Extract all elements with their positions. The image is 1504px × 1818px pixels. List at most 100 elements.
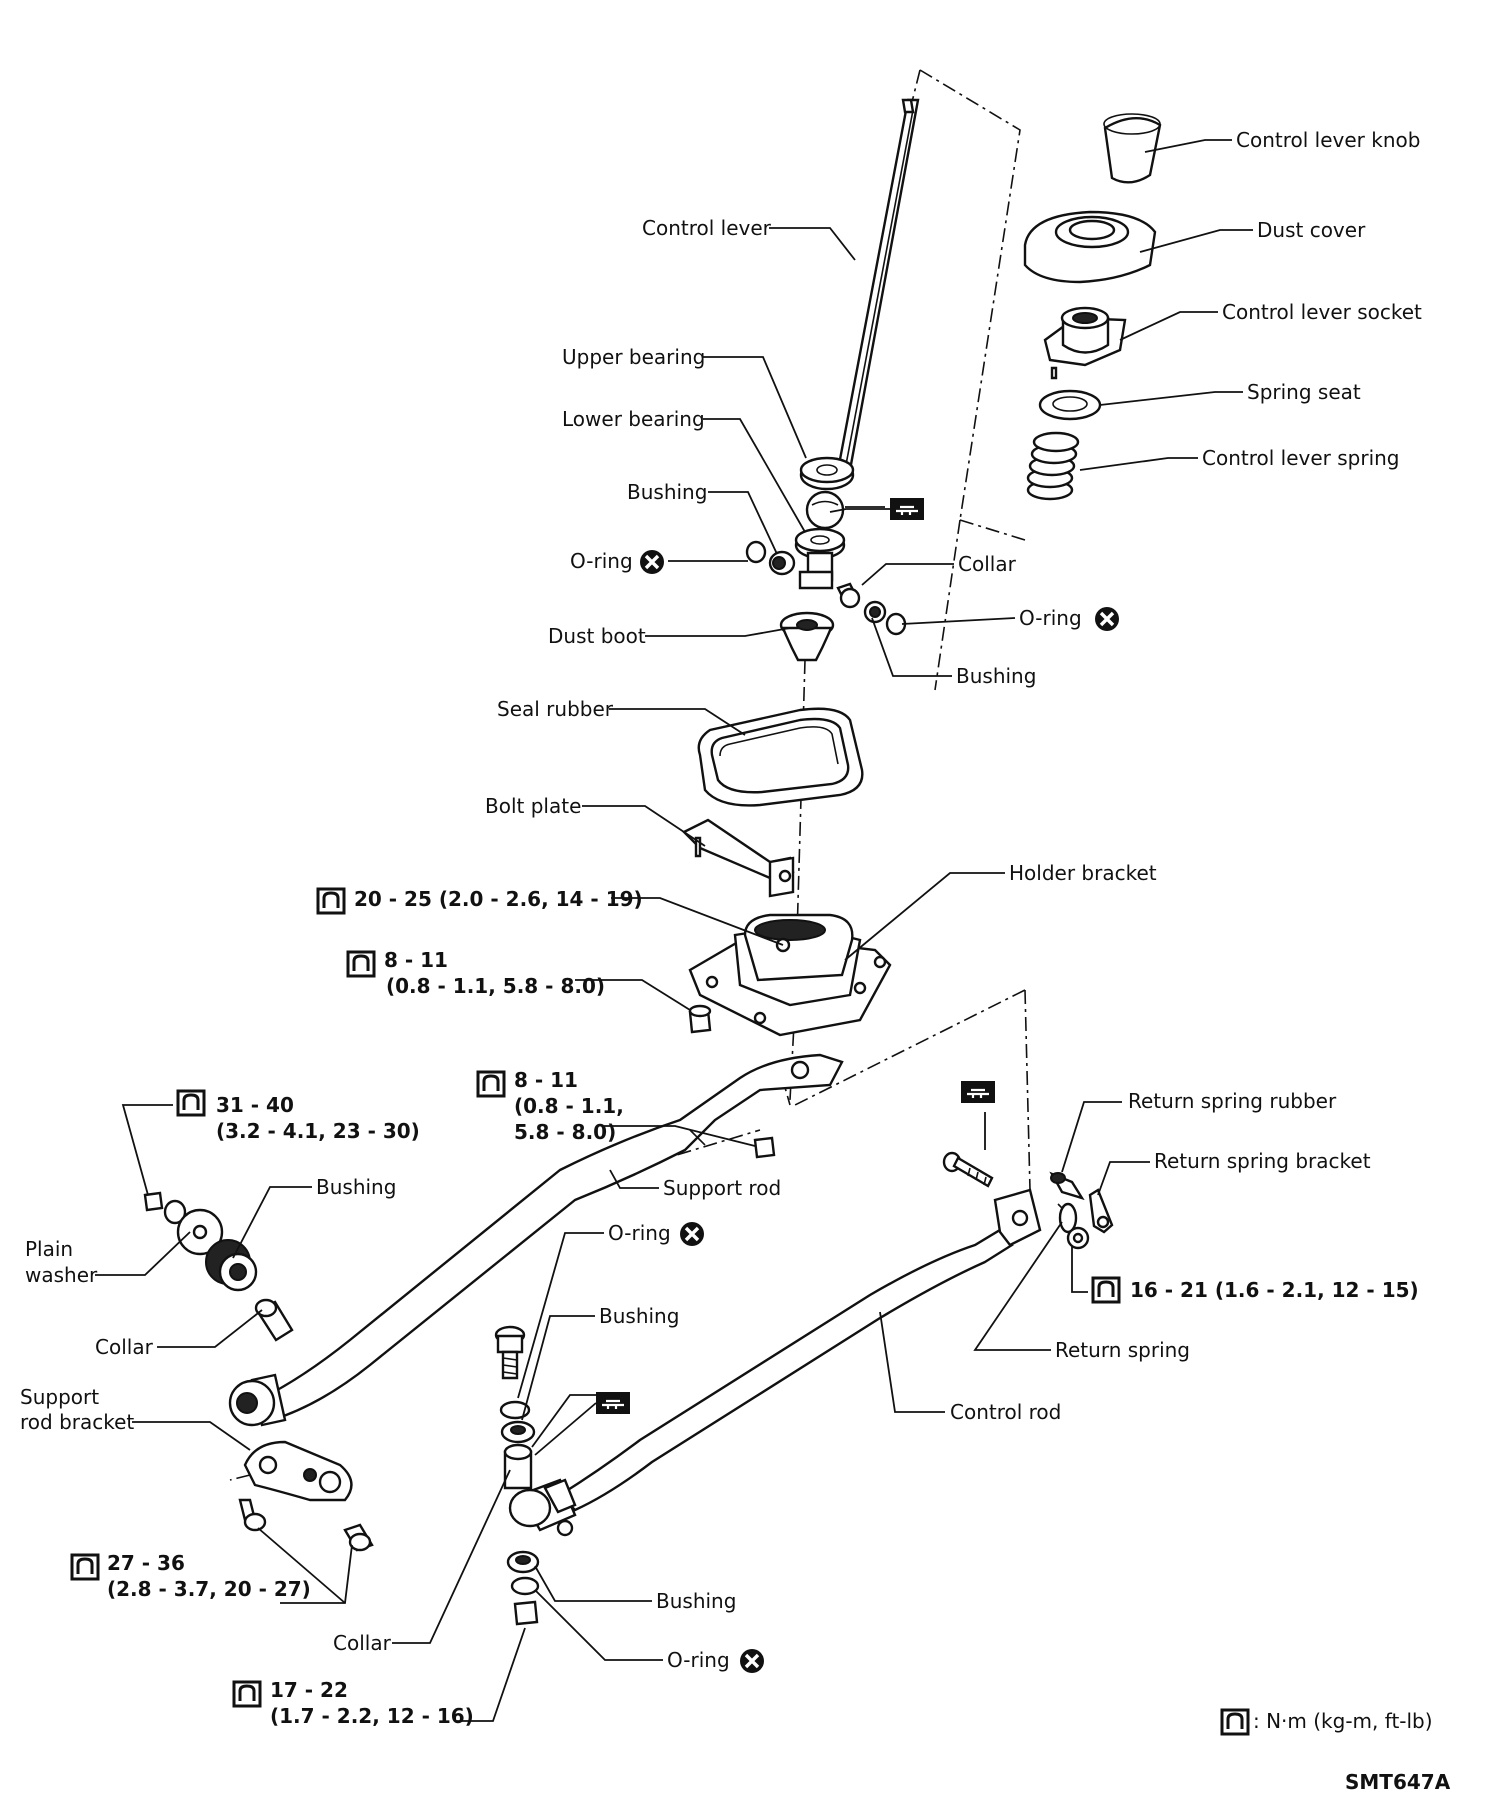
label-bushing-lower-bottom: Bushing <box>656 1589 736 1613</box>
bushing-left-drawing <box>768 550 796 576</box>
replace-part-x-icon <box>638 548 666 576</box>
label-collar-upper: Collar <box>958 552 1017 576</box>
torque-icon <box>1091 1276 1121 1304</box>
torque-icon <box>70 1553 100 1581</box>
seal-rubber-drawing <box>697 707 864 807</box>
label-plain-washer-line1: Plain <box>25 1237 73 1261</box>
torque-31-40-line2: (3.2 - 4.1, 23 - 30) <box>216 1119 420 1143</box>
collar-right-drawing <box>836 582 861 609</box>
label-return-spring: Return spring <box>1055 1338 1190 1362</box>
holder-bracket-drawing <box>688 913 892 1037</box>
replace-part-x-icon <box>678 1220 706 1248</box>
label-bolt-plate: Bolt plate <box>485 794 581 818</box>
label-o-ring-upper-left: O-ring <box>570 549 633 573</box>
label-return-spring-bracket: Return spring bracket <box>1154 1149 1371 1173</box>
torque-8-11-holder-line2: (0.8 - 1.1, 5.8 - 8.0) <box>386 974 605 998</box>
control-rod-drawing <box>508 1188 1042 1537</box>
lower-nut-drawing <box>513 1600 539 1626</box>
support-rod-drawing <box>228 1053 844 1427</box>
upper-bearing-drawing <box>799 456 855 491</box>
lower-bolt-drawing <box>494 1325 526 1380</box>
grease-icon <box>959 1079 997 1105</box>
control-lever-spring-drawing <box>1026 431 1080 501</box>
label-dust-boot: Dust boot <box>548 624 646 648</box>
assembly-guide-lines <box>229 69 1031 1481</box>
support-rod-nut-drawing <box>753 1136 776 1159</box>
torque-27-36-line1: 27 - 36 <box>107 1551 185 1575</box>
left-bushing-drawing <box>205 1239 258 1292</box>
label-support-rod-bracket-line2: rod bracket <box>20 1410 134 1434</box>
torque-16-21: 16 - 21 (1.6 - 2.1, 12 - 15) <box>1130 1278 1419 1302</box>
label-dust-cover: Dust cover <box>1257 218 1366 242</box>
label-control-lever-spring: Control lever spring <box>1202 446 1400 470</box>
control-lever-drawing <box>836 98 920 472</box>
return-spring-nut-drawing <box>1066 1226 1090 1250</box>
dust-cover-drawing <box>1023 210 1157 284</box>
spring-seat-drawing <box>1038 389 1102 421</box>
control-lever-knob-drawing <box>1103 113 1162 184</box>
label-o-ring-upper-right: O-ring <box>1019 606 1082 630</box>
label-lower-bearing: Lower bearing <box>562 407 705 431</box>
figure-code: SMT647A <box>1345 1770 1451 1794</box>
bolt-plate-drawing <box>681 818 795 898</box>
lower-bushing-bottom-drawing <box>506 1550 540 1574</box>
bushing-right-drawing <box>863 600 887 624</box>
label-seal-rubber: Seal rubber <box>497 697 614 721</box>
torque-icon <box>1220 1708 1250 1736</box>
label-control-lever: Control lever <box>642 216 772 240</box>
label-control-rod: Control rod <box>950 1400 1061 1424</box>
right-bolt-drawing <box>942 1151 994 1188</box>
grease-icon <box>888 496 926 522</box>
o-ring-left-drawing <box>745 540 767 564</box>
label-upper-bearing: Upper bearing <box>562 345 705 369</box>
torque-31-40-line1: 31 - 40 <box>216 1093 294 1117</box>
holder-nut-drawing <box>688 1004 712 1034</box>
lower-collar-drawing <box>503 1443 533 1490</box>
label-holder-bracket: Holder bracket <box>1009 861 1157 885</box>
label-control-lever-socket: Control lever socket <box>1222 300 1422 324</box>
torque-icon <box>316 887 346 915</box>
label-bushing-lower-top: Bushing <box>599 1304 679 1328</box>
torque-icon <box>476 1070 506 1098</box>
torque-8-11-rod-line2: (0.8 - 1.1, <box>514 1094 624 1118</box>
torque-8-11-rod-line1: 8 - 11 <box>514 1068 578 1092</box>
torque-icon <box>232 1680 262 1708</box>
torque-8-11-rod-line3: 5.8 - 8.0) <box>514 1120 616 1144</box>
return-spring-bracket-drawing <box>1088 1188 1114 1234</box>
grease-icon <box>594 1390 632 1416</box>
label-bushing-left: Bushing <box>316 1175 396 1199</box>
return-spring-rubber-drawing <box>1049 1171 1085 1201</box>
lower-o-ring-top-drawing <box>499 1400 531 1420</box>
replace-part-x-icon <box>738 1647 766 1675</box>
torque-17-22-line1: 17 - 22 <box>270 1678 348 1702</box>
label-collar-lower: Collar <box>333 1631 392 1655</box>
torque-20-25: 20 - 25 (2.0 - 2.6, 14 - 19) <box>354 887 643 911</box>
torque-icon <box>176 1089 206 1117</box>
label-support-rod: Support rod <box>663 1176 781 1200</box>
lower-bushing-top-drawing <box>500 1420 536 1444</box>
torque-27-36-line2: (2.8 - 3.7, 20 - 27) <box>107 1577 311 1601</box>
torque-8-11-holder-line1: 8 - 11 <box>384 948 448 972</box>
label-collar-left: Collar <box>95 1335 154 1359</box>
label-return-spring-rubber: Return spring rubber <box>1128 1089 1337 1113</box>
lever-base-drawing <box>798 551 834 590</box>
support-rod-bracket-drawing <box>238 1440 374 1552</box>
label-bushing-upper-right: Bushing <box>956 664 1036 688</box>
lower-o-ring-bottom-drawing <box>510 1576 540 1596</box>
return-spring-drawing <box>1057 1202 1078 1237</box>
leader-lines <box>95 139 1253 1722</box>
torque-icon <box>346 950 376 978</box>
dust-boot-drawing <box>779 611 835 662</box>
left-collar-drawing <box>254 1298 294 1342</box>
label-plain-washer-line2: washer <box>25 1263 98 1287</box>
legend-torque-units: : N·m (kg-m, ft-lb) <box>1253 1709 1433 1733</box>
label-support-rod-bracket-line1: Support <box>20 1385 99 1409</box>
label-bushing-upper-left: Bushing <box>627 480 707 504</box>
label-o-ring-lower-bottom: O-ring <box>667 1648 730 1672</box>
left-nut-washer-drawing <box>143 1191 224 1256</box>
label-spring-seat: Spring seat <box>1247 380 1361 404</box>
replace-part-x-icon <box>1093 605 1121 633</box>
label-o-ring-lower-top: O-ring <box>608 1221 671 1245</box>
control-lever-socket-drawing <box>1043 306 1127 380</box>
